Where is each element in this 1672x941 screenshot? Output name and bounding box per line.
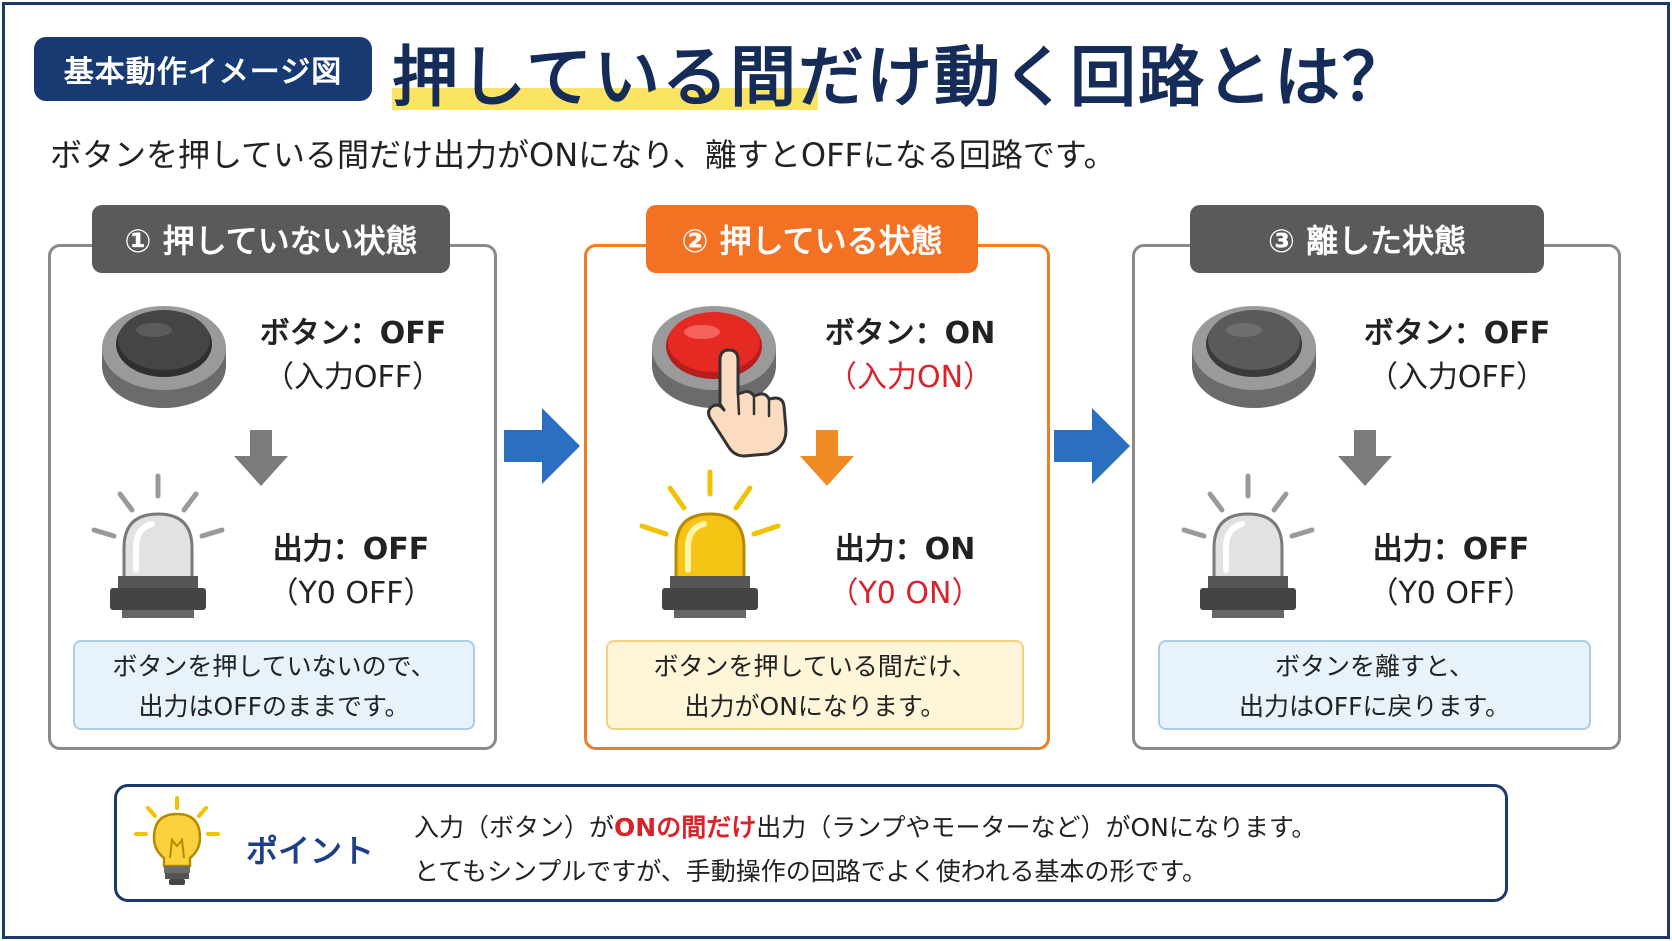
- output-state-label: 出力：OFF （Y0 OFF）: [1368, 532, 1534, 611]
- panel-note: ボタンを離すと、 出力はOFFに戻ります。: [1158, 640, 1591, 730]
- push-button-icon: [102, 306, 226, 408]
- panel-tab-released: ③ 離した状態: [1190, 205, 1544, 273]
- down-arrow-icon: [800, 430, 854, 486]
- page-subtitle: ボタンを押している間だけ出力がONになり、離すとOFFになる回路です。: [50, 136, 1116, 174]
- down-arrow-icon: [1338, 430, 1392, 486]
- output-state-label: 出力：OFF （Y0 OFF）: [268, 532, 434, 611]
- header-badge: 基本動作イメージ図: [34, 37, 372, 101]
- panel-note: ボタンを押している間だけ、 出力がONになります。: [606, 640, 1024, 730]
- point-label: ポイント: [246, 832, 375, 870]
- light-bulb-icon: [134, 796, 220, 885]
- right-arrow-icon: [1054, 408, 1130, 484]
- button-state-label: ボタン：ON （入力ON）: [824, 316, 996, 395]
- button-state-label: ボタン：OFF （入力OFF）: [1363, 316, 1551, 395]
- down-arrow-icon: [234, 430, 288, 486]
- signal-lamp-icon: [1181, 473, 1315, 618]
- right-arrow-icon: [504, 408, 580, 484]
- page-title: 押している間だけ動く回路とは？: [392, 39, 1411, 116]
- panel-note: ボタンを押していないので、 出力はOFFのままです。: [73, 640, 475, 730]
- point-text: 入力（ボタン）がONの間だけ出力（ランプやモーターなど）がONになります。 とて…: [414, 813, 1317, 886]
- signal-lamp-icon: [91, 473, 225, 618]
- push-button-icon: [1192, 306, 1316, 408]
- output-state-label: 出力：ON （Y0 ON）: [828, 532, 982, 611]
- panel-tab-pressed: ② 押している状態: [646, 205, 978, 273]
- pressing-hand-icon: [707, 348, 788, 458]
- button-state-label: ボタン：OFF （入力OFF）: [259, 316, 447, 395]
- signal-lamp-icon: [639, 469, 781, 618]
- point-box: [114, 784, 1508, 902]
- panel-tab-not-pressed: ① 押していない状態: [92, 205, 450, 273]
- title-highlight: [392, 88, 818, 110]
